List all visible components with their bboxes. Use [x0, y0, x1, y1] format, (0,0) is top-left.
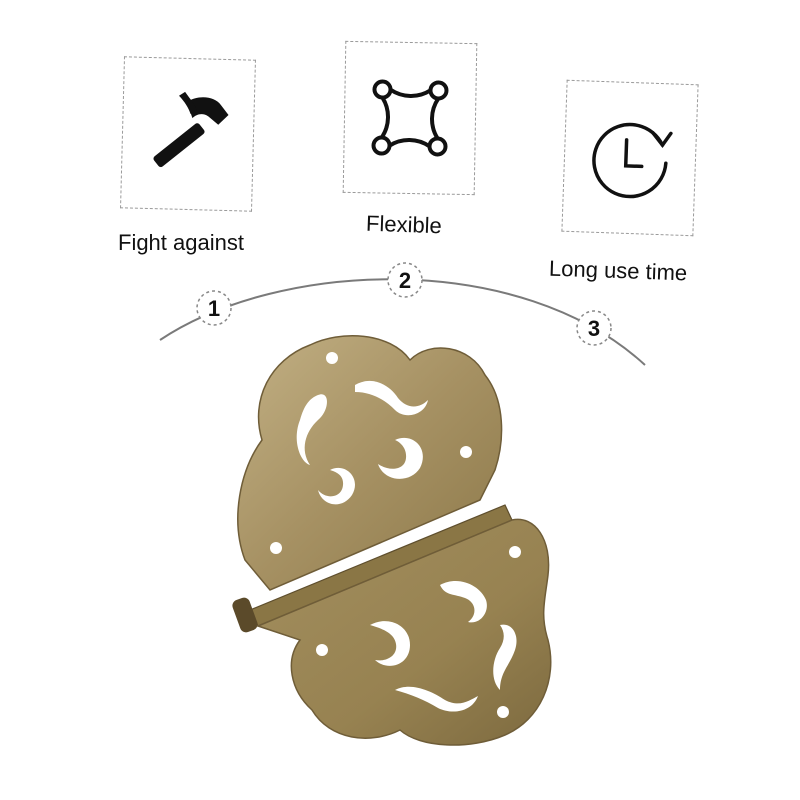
step-number-3: 3: [588, 316, 600, 341]
step-marker-1: 1: [196, 290, 232, 326]
bottom-leaf-scroll-cutouts: [370, 580, 517, 712]
hammer-icon: [153, 91, 229, 168]
bottom-right-screw-hole: [509, 546, 521, 558]
step-marker-2: 2: [387, 262, 423, 298]
bottom-left-screw-hole: [316, 644, 328, 656]
left-screw-hole: [270, 542, 282, 554]
step-number-1: 1: [208, 296, 220, 321]
feature-label-fight-against: Fight against: [118, 230, 244, 255]
hinge-pin: [232, 597, 258, 633]
feature-box-fight-against: [120, 56, 256, 212]
feature-box-long-use-time: [561, 79, 699, 237]
top-leaf-scroll-cutouts: [296, 380, 428, 505]
step-number-2: 2: [399, 268, 411, 293]
right-screw-hole: [460, 446, 472, 458]
hinge-top-leaf: [237, 335, 503, 591]
network-nodes-icon: [371, 79, 449, 157]
feature-box-flexible: [342, 40, 478, 196]
top-screw-hole: [326, 352, 338, 364]
clock-refresh-icon: [592, 122, 673, 199]
bottom-screw-hole: [497, 706, 509, 718]
step-marker-3: 3: [576, 310, 612, 346]
